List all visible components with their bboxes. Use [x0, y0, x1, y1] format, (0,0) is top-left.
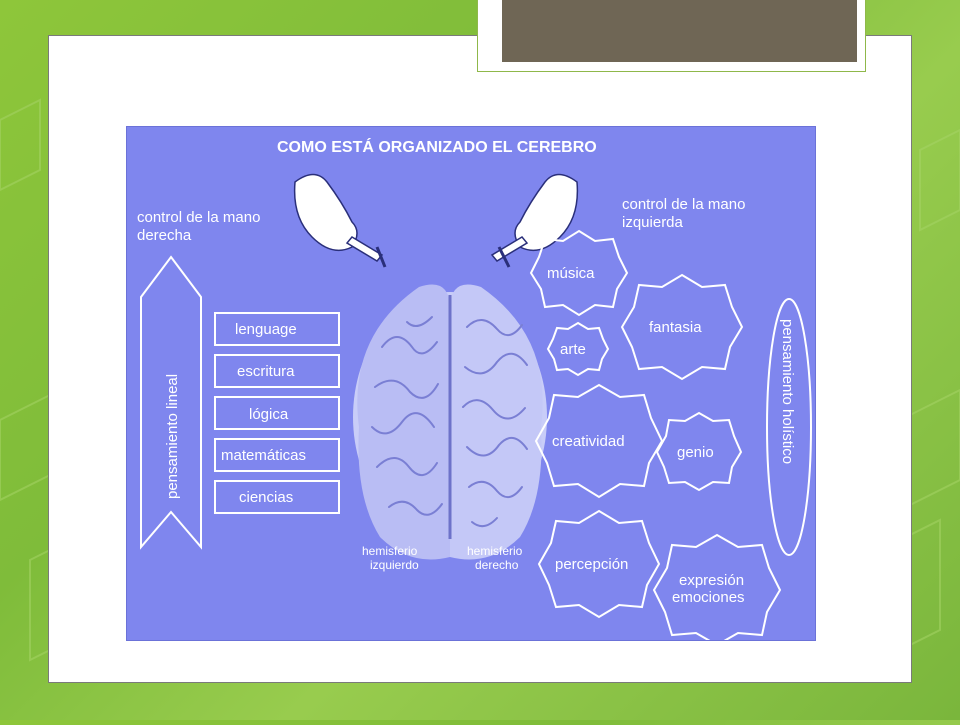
star-genio-label: genio: [677, 444, 714, 461]
star-emociones-label: emociones: [672, 589, 745, 606]
diagram-title: COMO ESTÁ ORGANIZADO EL CEREBRO: [277, 137, 597, 156]
brain-diagram: COMO ESTÁ ORGANIZADO EL CEREBRO control …: [126, 126, 816, 641]
star-percepcion: [537, 509, 661, 619]
left-writing-hand-icon: [293, 173, 387, 268]
box-logica: [214, 396, 340, 430]
left-hemisphere-label-line2: izquierdo: [370, 558, 419, 572]
box-logica-label: lógica: [249, 406, 289, 423]
star-fantasia: [620, 273, 744, 381]
left-hemisphere-label-line1: hemisferio: [362, 544, 418, 558]
star-expresion-emociones: [652, 533, 782, 640]
box-ciencias: [214, 480, 340, 514]
right-hand-label-line2: izquierda: [622, 214, 684, 231]
linear-thinking-label: pensamiento lineal: [164, 374, 181, 499]
star-musica: [529, 229, 629, 317]
star-arte-label: arte: [560, 341, 586, 358]
star-musica-label: música: [547, 265, 595, 282]
star-fantasia-label: fantasia: [649, 319, 702, 336]
title-placeholder-fill: [502, 0, 857, 62]
box-lenguage-label: lenguage: [235, 321, 297, 338]
box-matematicas-label: matemáticas: [221, 447, 306, 464]
star-genio: [655, 411, 743, 492]
star-expresion-label: expresión: [679, 572, 744, 589]
right-hemisphere-label-line2: derecho: [475, 558, 519, 572]
right-hand-label-line1: control de la mano: [622, 196, 745, 213]
star-percepcion-label: percepción: [555, 556, 628, 573]
star-creatividad: [534, 383, 664, 499]
linear-thinking-arrow: [140, 255, 202, 550]
box-matematicas: [214, 438, 340, 472]
box-escritura: [214, 354, 340, 388]
brain-illustration: [353, 284, 547, 560]
box-escritura-label: escritura: [237, 363, 295, 380]
holistic-thinking-oval: [766, 298, 812, 556]
holistic-thinking-label: pensamiento holístico: [779, 319, 796, 464]
right-hemisphere-label-line1: hemisferio: [467, 544, 523, 558]
right-writing-hand-icon: [490, 173, 579, 268]
box-lenguage: [214, 312, 340, 346]
star-creatividad-label: creatividad: [552, 433, 625, 450]
left-hand-label-line2: derecha: [137, 227, 192, 244]
star-arte: [546, 321, 610, 377]
left-hand-label-line1: control de la mano: [137, 209, 260, 226]
box-ciencias-label: ciencias: [239, 489, 293, 506]
